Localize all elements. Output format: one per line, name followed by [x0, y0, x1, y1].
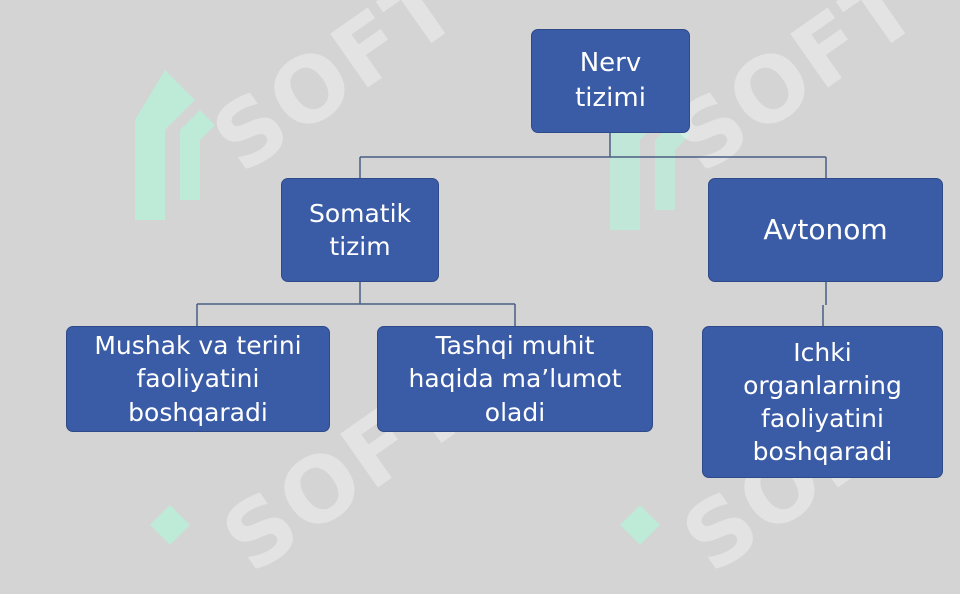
watermark-logo-icon — [620, 505, 660, 545]
node-label: Avtonom — [763, 213, 888, 247]
node-label: Nerv tizimi — [575, 48, 646, 113]
node-tashqi-muhit: Tashqi muhit haqida ma’lumot oladi — [377, 326, 653, 432]
node-somatik-tizim: Somatik tizim — [281, 178, 439, 282]
node-label: Tashqi muhit haqida ma’lumot oladi — [408, 331, 622, 427]
node-label: Somatik tizim — [308, 198, 412, 261]
watermark-logo-icon — [135, 70, 215, 220]
node-label: Mushak va terini faoliyatini boshqaradi — [94, 331, 302, 427]
connector-lines — [196, 133, 827, 327]
node-label: Ichki organlarning faoliyatini boshqarad… — [743, 337, 902, 467]
node-nerv-tizimi: Nerv tizimi — [531, 29, 690, 133]
node-mushak-va-terini: Mushak va terini faoliyatini boshqaradi — [66, 326, 330, 432]
node-ichki-organlarning: Ichki organlarning faoliyatini boshqarad… — [702, 326, 943, 478]
watermark-logo-icon — [150, 505, 190, 545]
node-avtonom: Avtonom — [708, 178, 943, 282]
